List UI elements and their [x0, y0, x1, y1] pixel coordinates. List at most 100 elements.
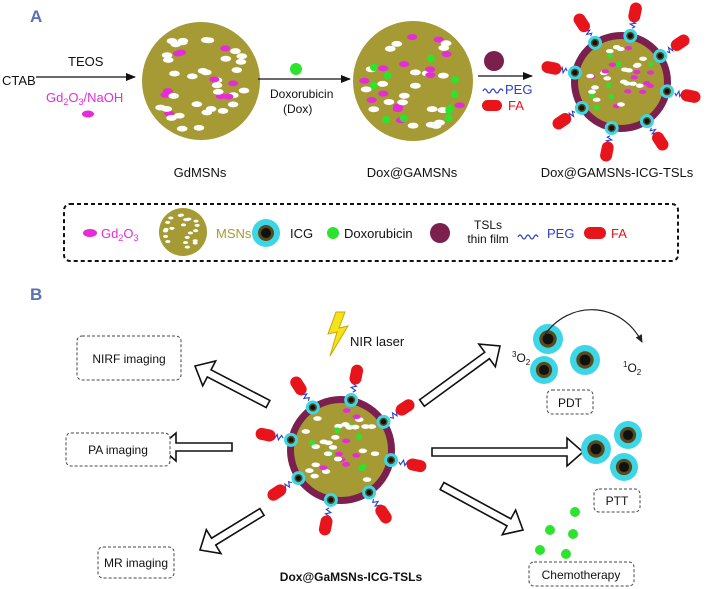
msn-sphere — [294, 403, 388, 497]
pore — [193, 219, 199, 223]
doxorubicin-particle — [369, 81, 378, 90]
pore — [238, 87, 250, 94]
fa-capsule-icon — [482, 100, 502, 111]
legend-tsls-label: TSLs — [474, 218, 502, 232]
gd2o3-particle — [608, 62, 617, 67]
fa-capsule — [290, 376, 307, 396]
pore — [426, 106, 438, 113]
gd2o3-particle — [366, 96, 377, 103]
ptt-icg-group — [581, 421, 642, 481]
icg-center — [572, 70, 578, 76]
dox-gamsns-icg-tsls-particle — [541, 2, 701, 162]
doxorubicin-particle — [608, 94, 615, 100]
pore — [612, 45, 621, 50]
arrow-to-ptt — [431, 436, 585, 468]
pore — [191, 101, 203, 108]
panel-a-label: A — [30, 7, 42, 26]
legend-icg-icon — [252, 219, 280, 247]
fa-capsule — [552, 113, 572, 130]
pore — [367, 424, 377, 429]
pore — [193, 229, 199, 233]
pore — [362, 477, 372, 482]
pore — [358, 448, 368, 454]
doxorubicin-particle — [399, 114, 408, 123]
doxorubicin-particle — [607, 52, 613, 59]
pore — [313, 416, 322, 421]
doxorubicin-dot-icon — [290, 63, 302, 75]
pore — [162, 234, 169, 238]
gd2o3-particle — [441, 51, 452, 58]
doxorubicin-particle — [615, 61, 622, 67]
pore — [169, 226, 175, 230]
icg-center — [388, 457, 394, 463]
fa-capsule — [375, 504, 392, 524]
pore — [425, 121, 437, 128]
legend-fa-label: FA — [611, 226, 627, 241]
doxorubicin-particle — [446, 104, 455, 113]
pore — [434, 119, 445, 126]
lightning-bolt-icon — [327, 311, 350, 357]
fa-capsule — [267, 484, 287, 501]
gd2o3-particle — [433, 36, 444, 43]
fa-capsule — [255, 427, 276, 442]
gd2o3-particle — [223, 93, 234, 100]
gd2o3-particle — [639, 89, 647, 95]
pore — [398, 92, 410, 99]
pore — [165, 220, 171, 224]
pore — [200, 69, 212, 76]
icg-center — [579, 354, 591, 366]
fa-capsule — [541, 61, 562, 75]
fa-capsule — [395, 399, 415, 416]
pore — [177, 39, 188, 46]
gd2o3-particle — [160, 91, 171, 98]
fa-label: FA — [508, 98, 524, 113]
pore — [305, 468, 314, 473]
doxorubicin-particle — [606, 82, 612, 89]
icg-center — [538, 364, 550, 376]
pore — [192, 241, 198, 245]
gd2o3-particle — [377, 65, 389, 72]
pore — [629, 81, 637, 86]
fa-capsule — [406, 458, 427, 473]
doxorubicin-particle — [334, 427, 341, 434]
pore — [310, 473, 319, 479]
gd2o3-naoh-label: Gd2O3/NaOH — [46, 90, 123, 107]
pore — [391, 40, 403, 47]
gd2o3-particle — [454, 102, 465, 109]
gd2o3-particle — [425, 72, 436, 79]
caption-dox-gamsns: Dox@GAMSNs — [367, 165, 458, 180]
pore — [230, 48, 241, 55]
gd2o3-particle — [359, 77, 370, 84]
pore — [360, 86, 372, 93]
doxorubicin-particle — [383, 71, 392, 80]
gd2o3-particle — [643, 81, 651, 86]
panel-b-caption: Dox@GaMSNs-ICG-TSLs — [280, 570, 423, 584]
arrow-to-mr — [198, 507, 266, 555]
legend-icg-label: ICG — [290, 226, 313, 241]
icg-center — [618, 461, 630, 473]
panel-b-label: B — [30, 285, 42, 304]
ctab-label: CTAB — [2, 73, 36, 88]
gd2o3-particle — [601, 69, 610, 74]
doxorubicin-particle — [450, 90, 459, 99]
doxorubicin-particle — [427, 54, 436, 63]
nir-laser-label: NIR laser — [350, 334, 405, 349]
icg-center — [627, 33, 633, 39]
gd2o3-particle — [392, 106, 403, 113]
icg-center — [590, 443, 602, 455]
ptt-label: PTT — [606, 494, 629, 508]
doxorubicin-particle — [356, 433, 363, 440]
pore — [328, 445, 338, 450]
icg-center — [622, 429, 634, 441]
pore — [605, 48, 614, 54]
pore — [187, 231, 194, 235]
gd2o3-particle — [407, 33, 418, 40]
pa-imaging-label: PA imaging — [88, 443, 148, 457]
gd2o3-particle — [630, 75, 638, 80]
gd2o3-particle — [164, 110, 175, 117]
legend-gd2o3-icon — [83, 229, 97, 237]
pore — [383, 99, 395, 106]
gdmsns-particle — [142, 22, 260, 140]
gd2o3-particle — [342, 462, 351, 467]
gd2o3-particle — [176, 49, 187, 56]
